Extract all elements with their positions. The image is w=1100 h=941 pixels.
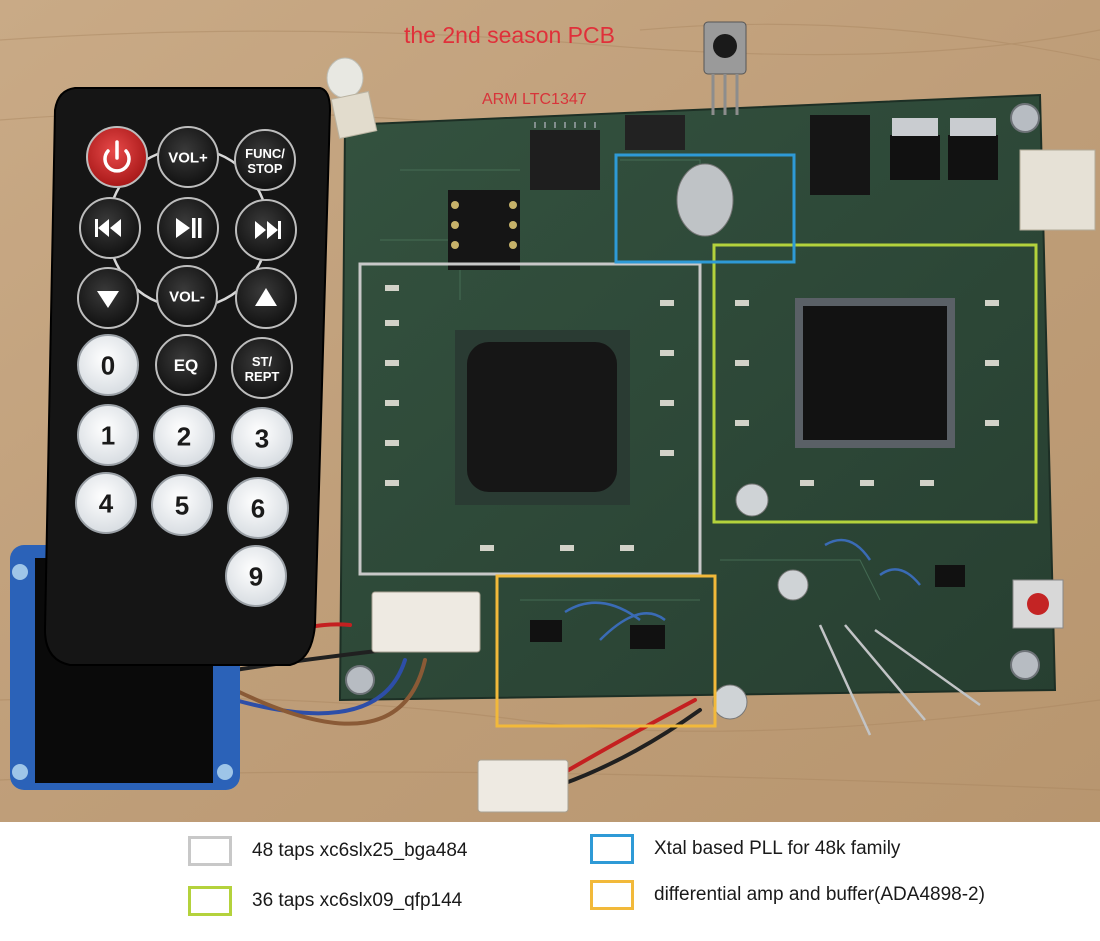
legend-item-green: 36 taps xc6slx09_qfp144	[188, 886, 462, 916]
remote-button-label: 5	[175, 490, 189, 520]
remote-button-label: 6	[251, 493, 265, 523]
prev-icon	[95, 219, 121, 237]
prev-icon	[79, 197, 141, 259]
remote-button-shape	[227, 477, 289, 539]
power-icon	[103, 140, 131, 173]
bga-chip	[455, 330, 630, 505]
pin-header	[625, 115, 685, 150]
arm-chip-label: ARM LTC1347	[482, 91, 587, 108]
jumper-wires	[564, 538, 921, 641]
remote-button-label: ST/REPT	[245, 354, 280, 384]
remote-button-3: 3	[231, 407, 293, 469]
legend-item-blue: Xtal based PLL for 48k family	[590, 834, 900, 864]
remote-button-shape	[153, 405, 215, 467]
remote-button-label: 4	[99, 488, 114, 518]
remote-button-shape	[77, 404, 139, 466]
remote-button-6: 6	[227, 477, 289, 539]
yellow-box-amp	[495, 574, 717, 728]
remote-button-label: 1	[101, 420, 115, 450]
remote-button-2: 2	[153, 405, 215, 467]
remote-button-vol-: VOL+	[157, 126, 219, 188]
remote-button-shape	[151, 474, 213, 536]
up-arrow-icon	[235, 267, 297, 329]
led	[326, 57, 378, 140]
remote-button-label: 0	[101, 350, 115, 380]
remote-button-shape	[75, 472, 137, 534]
legend-swatch-blue	[590, 834, 634, 864]
play-pause-icon	[157, 197, 219, 259]
remote-button-label: FUNC/STOP	[245, 146, 285, 176]
legend: 48 taps xc6slx25_bga484 36 taps xc6slx09…	[0, 822, 1100, 941]
down-arrow-icon	[77, 267, 139, 329]
qfp-chip	[795, 298, 955, 448]
remote-button-label: 3	[255, 423, 269, 453]
remote-button-shape	[77, 334, 139, 396]
remote-button-9: 9	[225, 545, 287, 607]
remote-button-eq: EQ	[155, 334, 217, 396]
legend-swatch-gray	[188, 836, 232, 866]
remote-button-vol-: VOL-	[156, 265, 218, 327]
photo-title: the 2nd season PCB	[404, 22, 615, 48]
legend-item-yellow: differential amp and buffer(ADA4898-2)	[590, 880, 985, 910]
legend-label-gray: 48 taps xc6slx25_bga484	[252, 840, 468, 861]
tact-switch	[1012, 579, 1064, 629]
remote-button-label: 9	[249, 561, 263, 591]
ir-receiver	[703, 21, 747, 115]
gray-box-bga	[358, 262, 702, 576]
wire-legs	[818, 624, 981, 736]
legend-label-yellow: differential amp and buffer(ADA4898-2)	[654, 884, 985, 905]
capacitors	[712, 483, 809, 720]
dip-socket	[448, 190, 520, 270]
remote-button-1: 1	[77, 404, 139, 466]
legend-label-green: 36 taps xc6slx09_qfp144	[252, 890, 463, 911]
up-arrow-icon	[255, 288, 277, 306]
remote-button-label: 2	[177, 421, 191, 451]
legend-swatch-yellow	[590, 880, 634, 910]
remote-button-shape	[155, 334, 217, 396]
crystal	[676, 163, 734, 237]
remote-button-shape	[234, 129, 296, 191]
remote-button-label: VOL-	[169, 288, 205, 305]
legend-item-gray: 48 taps xc6slx25_bga484	[188, 836, 468, 866]
play-pause-icon	[176, 218, 202, 238]
down-arrow-icon	[97, 291, 119, 308]
remote-button-shape	[156, 265, 218, 327]
remote-button-st-rept: ST/REPT	[231, 337, 293, 399]
right-connector	[1019, 149, 1096, 231]
next-icon	[255, 221, 281, 239]
remote-button-0: 0	[77, 334, 139, 396]
remote-button-label: VOL+	[168, 149, 208, 166]
screws	[345, 103, 1040, 695]
white-connectors	[371, 591, 569, 813]
amp-ics	[530, 565, 965, 649]
smd-parts	[385, 285, 999, 551]
next-icon	[235, 199, 297, 261]
remote-button-func-stop: FUNC/STOP	[234, 129, 296, 191]
remote-button-shape	[231, 337, 293, 399]
remote-button-shape	[157, 126, 219, 188]
remote-button-shape	[225, 545, 287, 607]
pcb-photo: VOL+ FUNC/STOP VOL- 0 EQ ST/REPT 1 2 3 4 5 6 9	[0, 0, 1100, 822]
remote-button-label: EQ	[174, 356, 199, 375]
remote-button-shape	[231, 407, 293, 469]
remote-button-group: VOL+ FUNC/STOP VOL- 0 EQ ST/REPT 1 2 3 4 5 6 9	[75, 126, 297, 607]
remote-button-4: 4	[75, 472, 137, 534]
legend-label-blue: Xtal based PLL for 48k family	[654, 838, 901, 859]
arm-chip	[530, 122, 600, 190]
blue-box-pll	[614, 153, 796, 264]
remote-button-5: 5	[151, 474, 213, 536]
legend-swatch-green	[188, 886, 232, 916]
regulators	[810, 115, 998, 195]
green-box-qfp	[712, 243, 1038, 524]
power-icon	[86, 126, 148, 188]
